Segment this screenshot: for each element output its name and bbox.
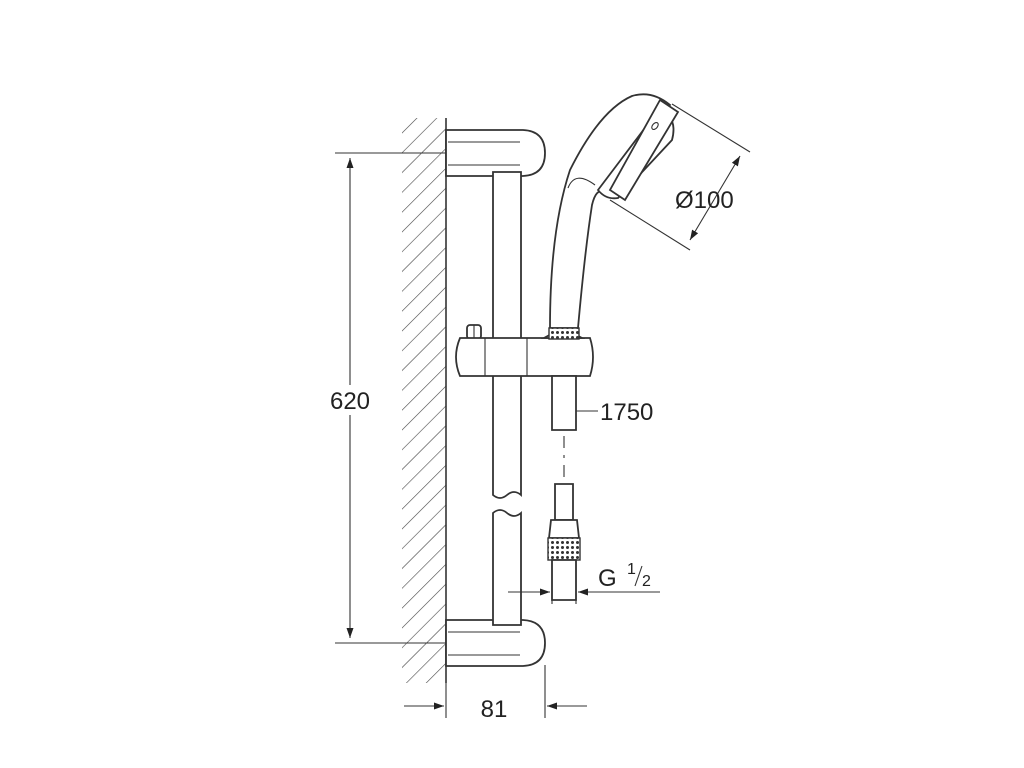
- width-label: 81: [481, 696, 508, 723]
- bottom-bracket: [445, 619, 546, 667]
- dimension-width: 81: [404, 665, 587, 723]
- dimension-thread: G 1 2: [508, 560, 660, 604]
- hose-length-label: 1750: [600, 399, 653, 426]
- shower-rail: [492, 171, 522, 626]
- head-diameter-label: Ø100: [675, 187, 734, 214]
- thread-denominator: 2: [642, 573, 651, 590]
- dimension-height: 620: [330, 152, 446, 644]
- top-bracket: [445, 129, 546, 177]
- hose-connector: [547, 483, 581, 601]
- height-label: 620: [330, 388, 370, 415]
- thread-numerator: 1: [627, 561, 636, 578]
- dimension-head-diameter: Ø100: [609, 103, 751, 251]
- thread-label: G: [598, 565, 617, 592]
- dimension-hose-length: 1750: [576, 399, 653, 426]
- hand-shower: [548, 93, 680, 340]
- hose-upper: [551, 375, 577, 477]
- wall: [402, 118, 447, 683]
